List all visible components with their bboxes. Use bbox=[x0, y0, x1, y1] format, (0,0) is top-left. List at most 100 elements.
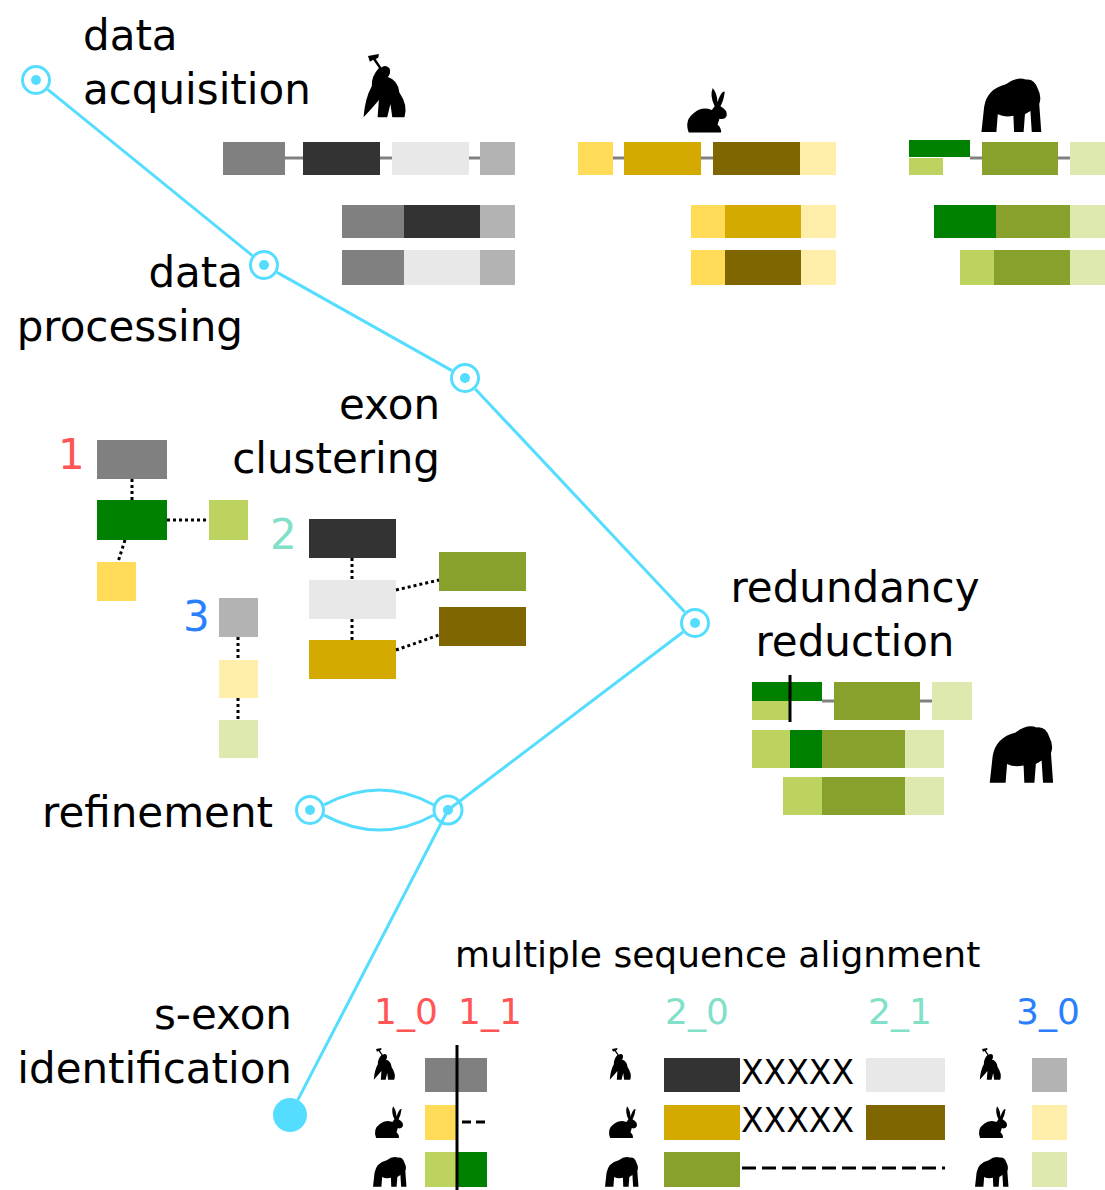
exon-block bbox=[713, 142, 800, 175]
exon-block bbox=[309, 519, 396, 558]
exon-block bbox=[905, 730, 944, 768]
cluster-number: 1 bbox=[58, 430, 85, 480]
exon-block bbox=[801, 250, 836, 285]
exon-block bbox=[801, 205, 836, 238]
stage-label: data acquisition bbox=[83, 9, 333, 117]
exon-block bbox=[480, 205, 515, 238]
cluster-link bbox=[237, 637, 240, 660]
exon-block bbox=[725, 250, 801, 285]
intron-line bbox=[469, 157, 480, 160]
intron-line bbox=[701, 157, 713, 160]
cluster-link bbox=[237, 698, 240, 720]
stage-marker: data processing bbox=[249, 250, 279, 280]
stage-marker: redundancy reduction bbox=[680, 608, 710, 638]
exon-block bbox=[309, 640, 396, 679]
stage-dot bbox=[305, 805, 315, 815]
exon-block bbox=[404, 205, 480, 238]
intron-line bbox=[380, 157, 392, 160]
intron-line bbox=[1058, 157, 1070, 160]
cluster-link bbox=[131, 479, 134, 500]
s-exon-id: 2_1 bbox=[868, 990, 932, 1033]
stage-marker: data acquisition bbox=[21, 65, 51, 95]
exon-block bbox=[800, 142, 836, 175]
exon-block bbox=[664, 1105, 740, 1140]
s-exon-id: 2_0 bbox=[665, 990, 729, 1033]
gap-marker: XXXXX bbox=[741, 1101, 854, 1141]
exon-block bbox=[752, 701, 790, 720]
intron-line bbox=[970, 157, 982, 160]
exon-block bbox=[480, 142, 515, 175]
exon-block bbox=[834, 682, 920, 720]
exon-block bbox=[866, 1105, 945, 1140]
cluster-number: 3 bbox=[183, 592, 210, 642]
exon-block bbox=[404, 250, 480, 285]
exon-block bbox=[1070, 250, 1105, 285]
exon-block bbox=[1032, 1105, 1067, 1140]
exon-block bbox=[303, 142, 380, 175]
exon-block bbox=[219, 720, 258, 758]
exon-block bbox=[790, 730, 822, 768]
intron-line bbox=[285, 157, 303, 160]
stage-dot bbox=[31, 75, 41, 85]
section-title: multiple sequence alignment bbox=[455, 933, 980, 976]
exon-block bbox=[624, 142, 701, 175]
exon-block bbox=[223, 142, 285, 175]
exon-block bbox=[97, 562, 136, 601]
exon-block bbox=[439, 552, 526, 591]
pipeline-connector bbox=[324, 632, 683, 810]
stage-label: s-exon identification bbox=[7, 988, 292, 1096]
exon-block bbox=[783, 777, 822, 815]
intron-line bbox=[822, 700, 834, 703]
pipeline-connector bbox=[277, 272, 452, 370]
pipeline-connector bbox=[475, 389, 684, 612]
cluster-number: 2 bbox=[270, 510, 297, 560]
cluster-link bbox=[167, 519, 209, 522]
stage-label: exon clustering bbox=[210, 378, 440, 486]
intron-line bbox=[920, 700, 932, 703]
exon-block bbox=[97, 440, 167, 479]
stage-dot bbox=[460, 373, 470, 383]
exon-block bbox=[664, 1152, 740, 1187]
stage-marker: refinement bbox=[295, 795, 325, 825]
exon-block bbox=[97, 500, 167, 540]
exon-block bbox=[822, 777, 905, 815]
s-exon-id: 1_0 bbox=[374, 990, 438, 1033]
exon-block bbox=[960, 250, 994, 285]
exon-block bbox=[909, 140, 970, 157]
s-exon-id: 3_0 bbox=[1016, 990, 1080, 1033]
cluster-link bbox=[351, 619, 354, 640]
stage-marker: s-exon identification bbox=[273, 1098, 307, 1132]
exon-block bbox=[691, 250, 725, 285]
exon-block bbox=[578, 142, 613, 175]
stage-label: redundancy reduction bbox=[720, 561, 990, 669]
intron-line bbox=[613, 157, 624, 160]
exon-block bbox=[866, 1058, 945, 1092]
exon-block bbox=[480, 250, 515, 285]
cluster-link bbox=[396, 635, 439, 650]
exon-block bbox=[1032, 1152, 1067, 1187]
s-exon-id: 1_1 bbox=[458, 990, 522, 1033]
exon-block bbox=[725, 205, 801, 238]
exon-block bbox=[664, 1058, 740, 1092]
stage-label: data processing bbox=[3, 246, 243, 354]
exon-block bbox=[996, 205, 1070, 238]
pipeline-connector bbox=[298, 810, 448, 1100]
exon-block bbox=[439, 607, 526, 646]
stage-label: refinement bbox=[23, 786, 273, 840]
split-mark bbox=[456, 1045, 459, 1190]
exon-block bbox=[309, 580, 396, 619]
exon-block bbox=[457, 1152, 487, 1187]
stage-dot bbox=[690, 618, 700, 628]
stage-dot bbox=[259, 260, 269, 270]
cluster-link bbox=[351, 558, 354, 580]
gap-dash bbox=[742, 1167, 945, 1170]
exon-block bbox=[982, 142, 1058, 175]
exon-block bbox=[934, 205, 996, 238]
species-icons bbox=[364, 54, 1054, 1187]
exon-block bbox=[932, 682, 972, 720]
pipeline-connector bbox=[48, 89, 253, 255]
gap-dash bbox=[462, 1121, 486, 1124]
exon-block bbox=[822, 730, 905, 768]
split-mark bbox=[789, 675, 792, 722]
exon-block bbox=[1070, 205, 1105, 238]
